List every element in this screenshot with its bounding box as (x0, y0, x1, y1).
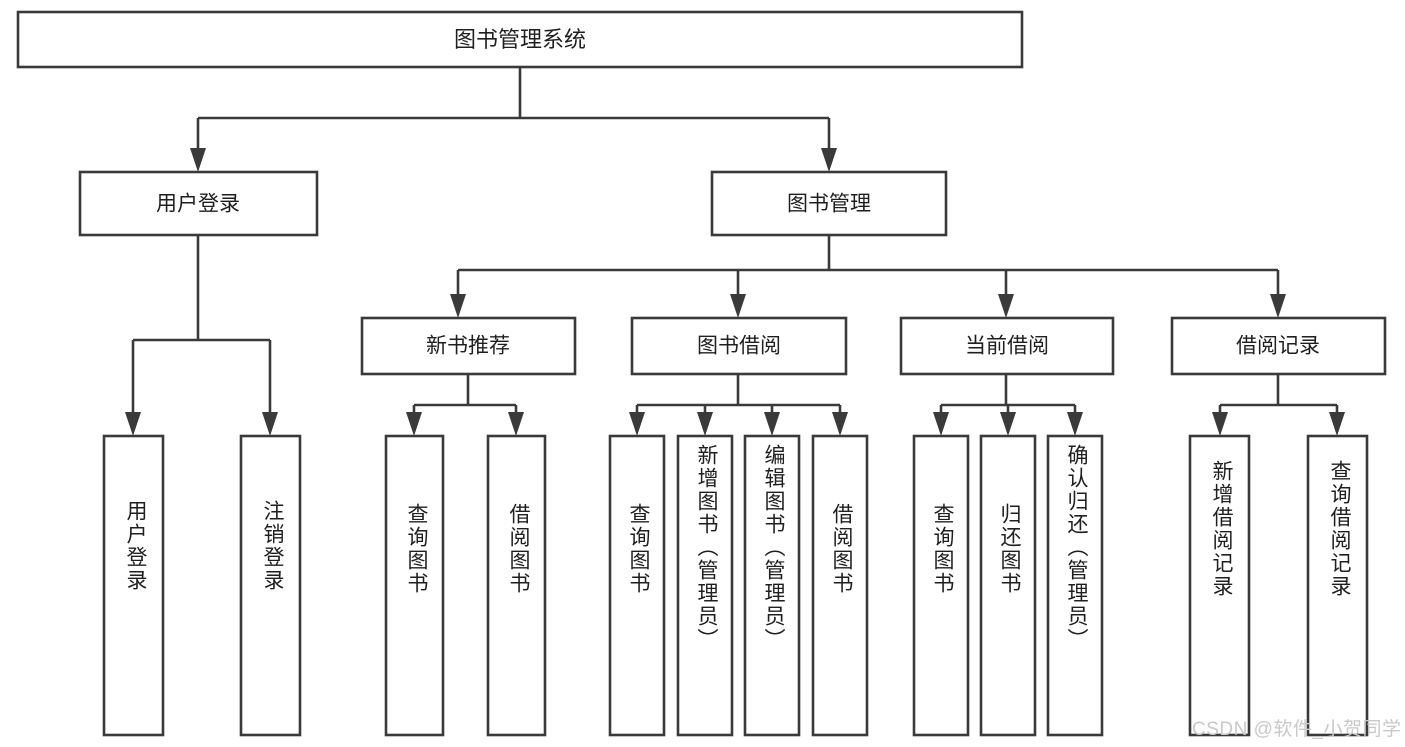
node-root-label: 图书管理系统 (454, 27, 586, 52)
arrow-nb-1 (508, 412, 524, 436)
node-book-manage-label: 图书管理 (787, 193, 871, 216)
node-book-borrow-box[interactable] (630, 316, 848, 376)
node-new-book-label: 新书推荐 (426, 335, 510, 358)
arrow-bb-3 (832, 412, 848, 436)
arrow-br-0 (1212, 412, 1228, 436)
arrow-bb-2 (764, 412, 780, 436)
arrow-user-login (190, 148, 206, 172)
arrow-bb-0 (629, 412, 645, 436)
leaf-box-ul-0[interactable] (102, 434, 165, 737)
arrow-ul-1 (262, 412, 278, 436)
leaf-box-br-0[interactable] (1188, 434, 1251, 737)
node-book-manage-box[interactable] (710, 170, 948, 237)
arrow-nb-0 (406, 412, 422, 436)
node-borrow-record-box[interactable] (1170, 316, 1387, 376)
node-layer: 图书管理系统 用户登录 图书管理 新书推荐 图书借阅 当前借阅 借阅记录 (16, 10, 1387, 737)
leaf-box-cb-0[interactable] (912, 434, 970, 737)
watermark-text: CSDN @软件_小贺同学 (1192, 719, 1402, 740)
arrow-cb-2 (1067, 412, 1083, 436)
node-book-borrow-label: 图书借阅 (697, 335, 781, 358)
node-user-login-box[interactable] (78, 170, 319, 237)
arrow-bb-1 (697, 412, 713, 436)
arrow-bm-0 (450, 294, 466, 318)
node-new-book-box[interactable] (360, 316, 577, 376)
arrow-bm-3 (1270, 294, 1286, 318)
arrow-bm-1 (730, 294, 746, 318)
connector-layer (125, 67, 1345, 436)
leaf-box-bb-2[interactable] (743, 434, 801, 737)
node-current-borrow-box[interactable] (899, 316, 1115, 376)
leaf-box-nb-0[interactable] (384, 434, 445, 737)
arrow-book-manage (821, 148, 837, 172)
leaf-box-cb-1[interactable] (979, 434, 1037, 737)
arrow-cb-0 (933, 412, 949, 436)
arrow-br-1 (1329, 412, 1345, 436)
leaf-box-bb-3[interactable] (811, 434, 869, 737)
leaf-box-cb-2[interactable] (1046, 434, 1104, 737)
node-user-login-label: 用户登录 (156, 193, 240, 216)
node-current-borrow-label: 当前借阅 (965, 335, 1049, 358)
node-root-box[interactable] (16, 10, 1024, 69)
arrow-ul-0 (125, 412, 141, 436)
leaf-box-bb-0[interactable] (608, 434, 666, 737)
node-borrow-record-label: 借阅记录 (1236, 335, 1320, 358)
leaf-box-bb-1[interactable] (676, 434, 734, 737)
leaf-box-nb-1[interactable] (486, 434, 547, 737)
arrow-cb-1 (1000, 412, 1016, 436)
leaf-box-br-1[interactable] (1306, 434, 1369, 737)
leaf-box-ul-1[interactable] (239, 434, 302, 737)
arrow-bm-2 (998, 294, 1014, 318)
